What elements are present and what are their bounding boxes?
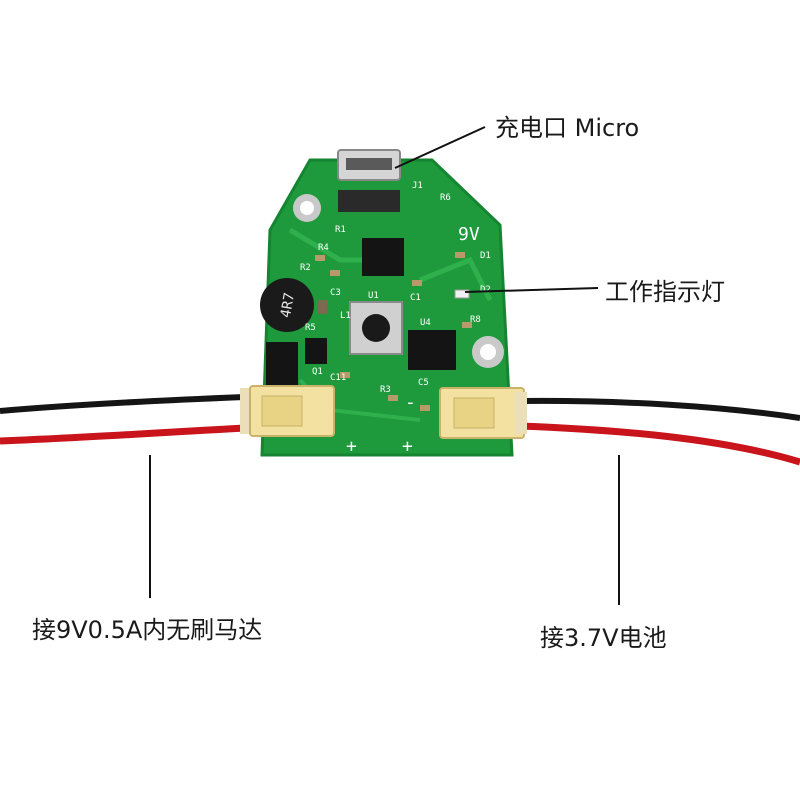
- silk-r3: R3: [380, 385, 391, 395]
- silk-r4: R4: [318, 243, 329, 253]
- polarity-plus-left: +: [346, 436, 357, 457]
- silk-d1: D1: [480, 251, 491, 261]
- silk-r8: R8: [470, 315, 481, 325]
- inductor-marking: 4R7: [278, 291, 298, 319]
- silk-j1: J1: [412, 181, 423, 191]
- inductor: 4R7: [260, 278, 314, 332]
- push-button: [349, 301, 403, 355]
- battery-wires: [519, 397, 800, 466]
- silk-r6: R6: [440, 193, 451, 203]
- charging-port-label: 充电口 Micro: [495, 114, 640, 142]
- mounting-hole-left: [293, 194, 321, 222]
- silk-r5: R5: [305, 323, 316, 333]
- polarity-plus-right: +: [402, 436, 413, 457]
- mounting-hole-right: [472, 336, 504, 368]
- smd-components: [315, 252, 472, 411]
- silk-c1: C1: [410, 293, 421, 303]
- micro-usb-port: [337, 149, 401, 212]
- ic-chip-right: [408, 330, 456, 370]
- silk-q1: Q1: [312, 367, 323, 377]
- motor-wires: [0, 394, 246, 445]
- ic-chip-top: [362, 238, 404, 276]
- transistor: [305, 338, 327, 364]
- motor-connector: [240, 385, 335, 437]
- battery-input-label: 接3.7V电池: [540, 624, 667, 652]
- leader-line-led: [464, 287, 599, 293]
- silk-r1: R1: [335, 225, 346, 235]
- indicator-led: [454, 289, 470, 299]
- leader-line-charging: [394, 126, 486, 169]
- diode-left: [266, 342, 298, 386]
- silk-c5: C5: [418, 378, 429, 388]
- silk-u1: U1: [368, 291, 379, 301]
- battery-connector: [439, 387, 527, 439]
- silk-d2: D2: [480, 285, 491, 295]
- indicator-led-label: 工作指示灯: [605, 278, 725, 306]
- silk-c3: C3: [330, 288, 341, 298]
- silk-u4: U4: [420, 318, 431, 328]
- silk-r2: R2: [300, 263, 311, 273]
- voltage-marking: 9V: [458, 224, 480, 245]
- silk-l1: L1: [340, 311, 351, 321]
- motor-output-label: 接9V0.5A内无刷马达: [32, 616, 263, 644]
- silk-c11: C11: [330, 373, 346, 383]
- polarity-minus: -: [405, 392, 416, 413]
